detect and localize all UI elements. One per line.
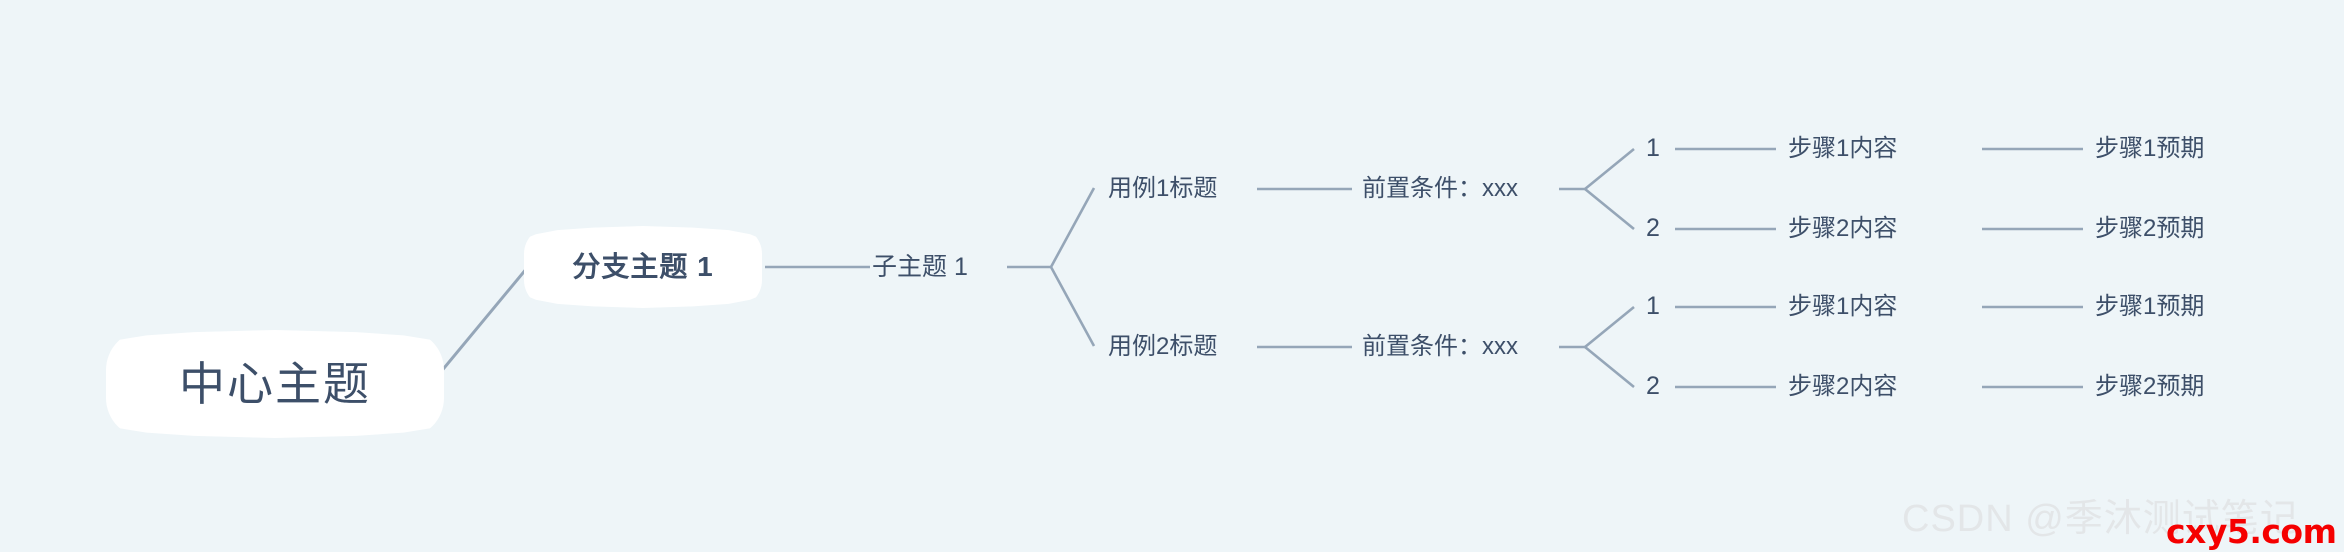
case-1-precondition-node[interactable]: 前置条件：xxx — [1362, 175, 1518, 202]
edge-case2-junction-to-step-2 — [1584, 345, 1635, 389]
branch-topic-label: 分支主题 1 — [572, 251, 714, 282]
case-1-step-1-expected[interactable]: 步骤1预期 — [2095, 135, 2205, 162]
case-2-step-2-index[interactable]: 2 — [1646, 372, 1660, 400]
site-watermark: cxy5.com — [2166, 512, 2337, 551]
edge-junction-to-case-2 — [1049, 266, 1096, 347]
case-1-step-2-expected[interactable]: 步骤2预期 — [2095, 215, 2205, 242]
case-2-step-2-expected[interactable]: 步骤2预期 — [2095, 373, 2205, 400]
sub-topic-node[interactable]: 子主题 1 — [872, 253, 968, 281]
central-topic-node[interactable]: 中心主题 — [106, 330, 444, 438]
case-2-title-node[interactable]: 用例2标题 — [1108, 333, 1218, 360]
case-2-step-1-index[interactable]: 1 — [1646, 292, 1660, 320]
edge-case1-junction-to-step-2 — [1584, 187, 1635, 231]
edge-case1-junction-to-step-1 — [1584, 147, 1635, 191]
case-2-step-1-content[interactable]: 步骤1内容 — [1788, 293, 1898, 320]
case-2-step-2-content[interactable]: 步骤2内容 — [1788, 373, 1898, 400]
case-1-step-2-content[interactable]: 步骤2内容 — [1788, 215, 1898, 242]
csdn-watermark: CSDN @季沐测试笔记 — [1902, 498, 2299, 540]
case-1-step-2-index[interactable]: 2 — [1646, 214, 1660, 242]
case-1-title-node[interactable]: 用例1标题 — [1108, 175, 1218, 202]
case-1-step-1-content[interactable]: 步骤1内容 — [1788, 135, 1898, 162]
edge-junction-to-case-1 — [1049, 187, 1096, 268]
case-1-step-1-index[interactable]: 1 — [1646, 134, 1660, 162]
central-topic-label: 中心主题 — [179, 358, 371, 410]
branch-topic-node[interactable]: 分支主题 1 — [524, 226, 762, 308]
edge-case2-junction-to-step-1 — [1584, 305, 1635, 349]
case-2-step-1-expected[interactable]: 步骤1预期 — [2095, 293, 2205, 320]
case-2-precondition-node[interactable]: 前置条件：xxx — [1362, 333, 1518, 360]
